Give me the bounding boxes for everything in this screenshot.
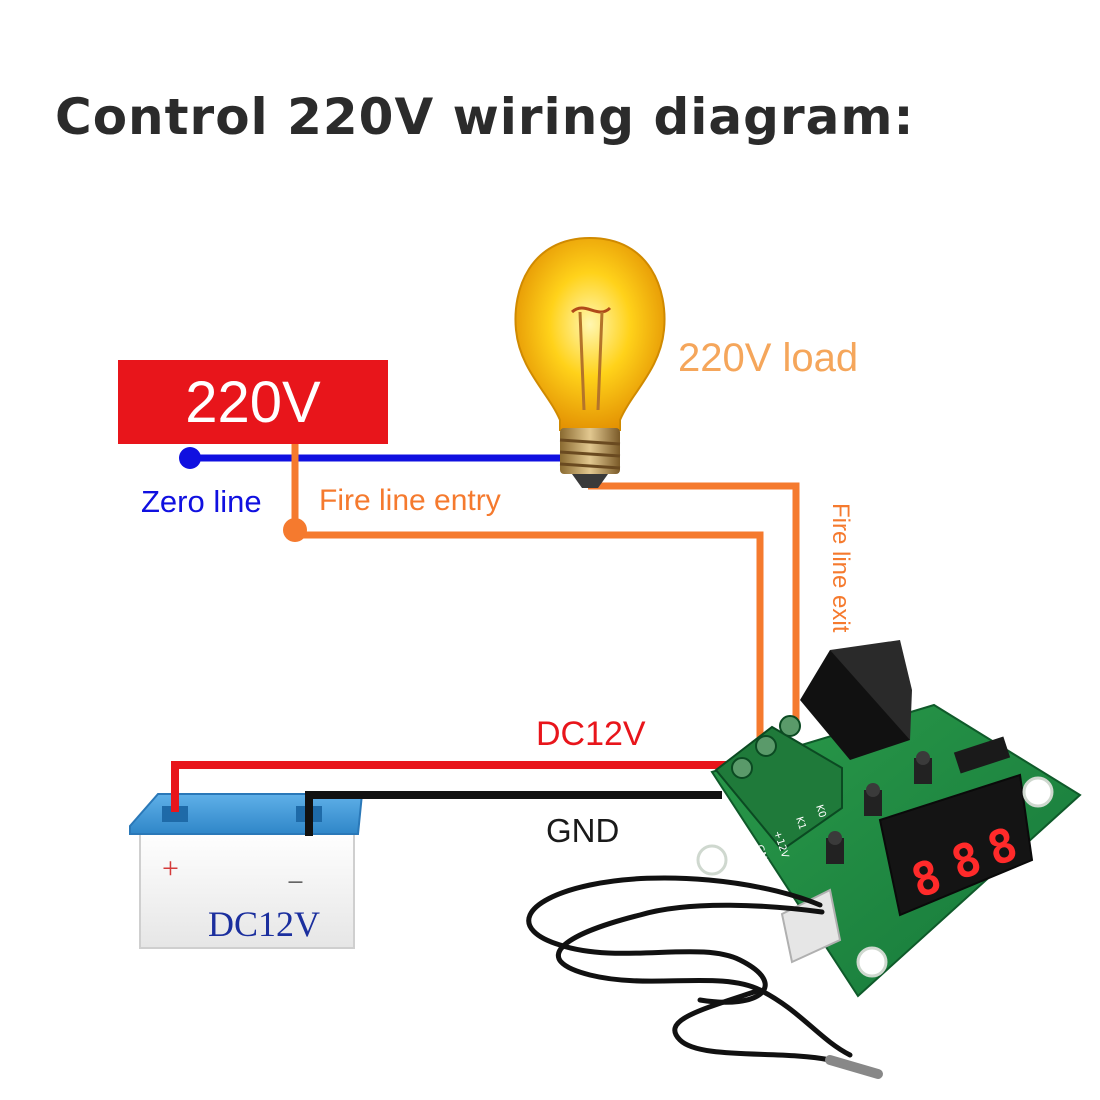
zero-line-wire (179, 447, 560, 469)
battery-negative-label: − (287, 866, 304, 899)
dc12v-wire (171, 761, 745, 812)
battery-voltage-label: DC12V (208, 904, 321, 944)
source-label-box: 220V (118, 360, 388, 444)
fire-line-entry-label: Fire line entry (319, 484, 501, 517)
load-label: 220V load (678, 336, 859, 380)
light-bulb-icon (514, 236, 666, 488)
source-label: 220V (185, 369, 321, 435)
gnd-line-label: GND (546, 812, 620, 849)
battery-positive-label: + (162, 852, 179, 885)
battery-icon (129, 793, 364, 949)
fire-line-entry-junction (283, 518, 307, 542)
fire-line-exit-label: Fire line exit (827, 503, 854, 633)
terminal-label-k1: K1 (793, 816, 807, 832)
terminal-label-k0: K0 (813, 804, 827, 820)
fire-line-exit-wire (588, 482, 800, 722)
gnd-wire (305, 791, 722, 836)
fire-line-entry-wire (291, 444, 764, 752)
thermostat-module-icon: 8 8 8 K0 K1 +12V GND (696, 640, 1082, 998)
diagram-title: Control 220V wiring diagram: (55, 88, 915, 146)
dc12v-line-label: DC12V (536, 715, 646, 753)
zero-line-label: Zero line (141, 484, 262, 519)
source-box (118, 360, 388, 444)
temperature-probe-icon (526, 875, 883, 1079)
